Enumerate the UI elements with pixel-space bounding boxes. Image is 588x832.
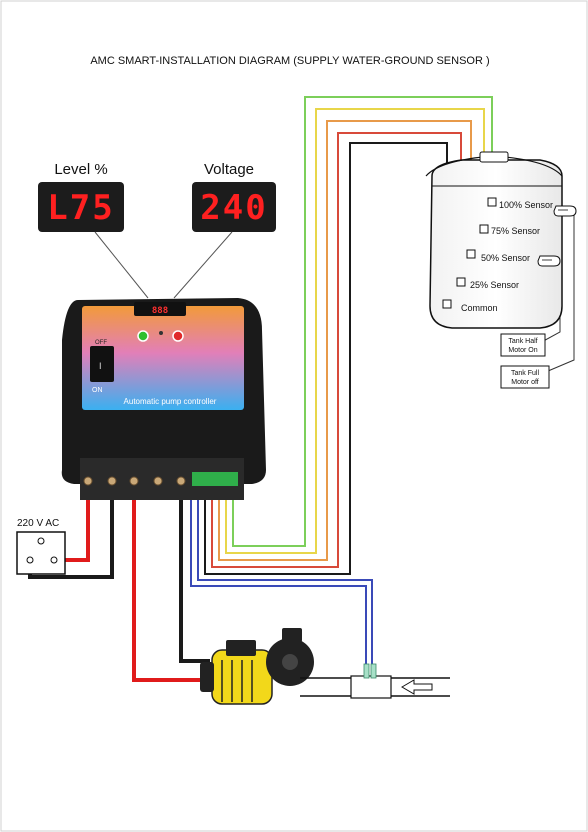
flow-arrow-icon <box>401 679 433 695</box>
controller-led-display <box>134 302 186 316</box>
controller-panel <box>82 306 244 410</box>
socket-box <box>16 531 66 575</box>
controller-led-digits: 888 <box>152 306 168 316</box>
sensor-25: 25% Sensor <box>456 277 519 290</box>
sensor-75: 75% Sensor <box>479 224 540 236</box>
sensor-50: 50% Sensor <box>466 249 530 263</box>
level-label: Level % <box>54 161 107 178</box>
sensor-100: 100% Sensor <box>487 197 553 210</box>
pump-junction-box <box>226 640 256 656</box>
controller-name: Automatic pump controller <box>124 397 217 406</box>
terminal-screws <box>83 476 186 486</box>
wire-yellow <box>225 108 485 554</box>
wire-green <box>232 96 493 547</box>
wire-blue-2 <box>190 478 367 668</box>
note-half-line1: Tank Half <box>508 338 537 345</box>
wire-red <box>211 132 462 568</box>
power-wires <box>28 480 210 682</box>
callout-lines <box>94 231 233 299</box>
power-socket: 220 V AC <box>16 518 66 575</box>
sensor-75-label: 75% Sensor <box>491 226 540 236</box>
water-pump <box>200 628 314 705</box>
voltage-label: Voltage <box>204 161 254 178</box>
pump-fins <box>221 660 253 702</box>
pointing-hand-icon <box>537 255 561 267</box>
led-green-icon <box>137 330 149 342</box>
level-display: Level % L75 <box>38 161 124 232</box>
sensor-terminal-block <box>192 472 238 486</box>
wire-orange <box>218 120 472 561</box>
sensor-100-label: 100% Sensor <box>499 200 553 210</box>
voltage-screen <box>192 182 276 232</box>
note-full-line2: Motor off <box>511 379 539 386</box>
power-switch[interactable] <box>90 346 114 382</box>
led-red-icon <box>172 330 184 342</box>
sensor-50-label: 50% Sensor <box>481 253 530 263</box>
socket-earth-icon <box>37 537 45 545</box>
pipe-sensor-probes <box>363 663 377 679</box>
sensor-25-label: 25% Sensor <box>470 280 519 290</box>
led-indicator-icon <box>159 331 163 335</box>
tank-lid <box>479 151 509 163</box>
note-full-line1: Tank Full <box>511 370 539 377</box>
voltage-value: 240 <box>200 188 267 228</box>
sensor-common-label: Common <box>461 303 498 313</box>
note-tank-half: Tank Half Motor On <box>500 333 546 357</box>
socket-pin-icon <box>26 556 34 564</box>
pump-outlet <box>282 628 302 642</box>
switch-on-label: ON <box>92 387 103 394</box>
pump-wire-red <box>132 480 205 682</box>
diagram-title: AMC SMART-INSTALLATION DIAGRAM (SUPPLY W… <box>90 55 489 67</box>
switch-mark: I <box>99 361 102 371</box>
pointing-hand-icon <box>553 205 577 217</box>
level-value: L75 <box>47 188 114 228</box>
wire-blue-1 <box>197 478 373 668</box>
switch-off-label: OFF <box>95 340 107 346</box>
note-tank-full: Tank Full Motor off <box>500 365 550 389</box>
sensor-common: Common <box>442 299 498 313</box>
controller-box: 888 OFF I ON Automatic pump controller <box>61 298 266 500</box>
pipe-sensor-fitting <box>350 675 392 699</box>
level-screen <box>38 182 124 232</box>
power-label: 220 V AC <box>17 518 59 529</box>
pump-wire-black <box>179 480 210 663</box>
voltage-display: Voltage 240 <box>192 161 276 232</box>
tank-sensors: 100% Sensor 75% Sensor 50% Sensor 25% Se… <box>442 197 553 313</box>
socket-pin-icon <box>50 556 58 564</box>
note-half-line2: Motor On <box>508 347 537 354</box>
